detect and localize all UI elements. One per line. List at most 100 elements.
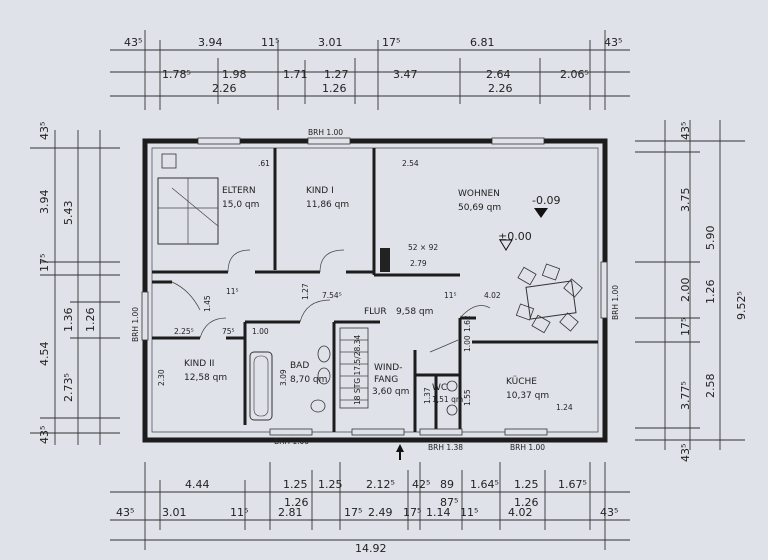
interior-dim-4: 4.02 [484,291,501,300]
door-swings [171,249,491,353]
right-dim-4: 17⁵ [679,318,692,336]
right-dim-2: 3.75 [679,188,692,213]
bottom-dim-row2-3: 1.26 [514,496,539,509]
bottom-dim-row3-11: 43⁵ [600,506,618,519]
room-area-kueche: 10,37 qm [506,391,549,401]
right-dim-1: 43⁵ [679,122,692,140]
left-dim-2: 3.94 [38,190,51,215]
left-dim-col2-3: 2.73⁵ [62,373,75,402]
bottom-dim-8: 1.25 [514,478,539,491]
interior-dim-8: 1.27 [301,283,310,300]
top-dim-row2-4: 1.27 [324,68,349,81]
top-dim-row2-2: 1.98 [222,68,247,81]
brh-bottom-right: BRH 1.00 [510,443,545,452]
bottom-dim-row3-1: 43⁵ [116,506,134,519]
interior-dim-12: 1.00 [252,327,269,336]
bottom-dim-9: 1.67⁵ [558,478,587,491]
bed-icon [157,153,219,245]
right-dimension-chain [635,120,745,450]
top-dim-1: 43⁵ [124,36,142,49]
room-name-flur: FLUR [364,307,387,317]
bottom-dim-row2-1: 1.26 [284,496,309,509]
sink-icon [317,345,331,385]
left-dim-col3-1: 1.26 [84,308,97,333]
interior-dim-10: 2.25⁵ [174,327,194,336]
room-name-wohnen: WOHNEN [458,189,500,199]
left-dim-3: 17⁵ [38,254,51,272]
left-dim-5: 43⁵ [38,426,51,444]
brh-left: BRH 1.00 [131,307,140,342]
top-dim-row3-1: 2.26 [212,82,237,95]
windows [141,137,608,436]
top-dim-4: 3.01 [318,36,343,49]
left-dim-col2-1: 5.43 [62,201,75,226]
right-dim-col2-3: 2.58 [704,374,717,399]
bottom-dim-row3-4: 2.81 [278,506,303,519]
bottom-dim-row3-2: 3.01 [162,506,187,519]
bottom-dim-total: 14.92 [355,542,387,555]
room-area-eltern: 15,0 qm [222,200,259,210]
top-dim-row2-7: 2.06⁵ [560,68,589,81]
top-dim-row2-3: 1.71 [283,68,308,81]
bottom-dim-row3-5: 17⁵ [344,506,362,519]
top-dim-row2-1: 1.78⁵ [162,68,191,81]
room-name-wc: WC [432,383,447,393]
room-name-windfang-1: WIND- [374,363,402,373]
left-dimension-chain [30,130,120,445]
interior-dim-20: 11⁵ [444,291,457,300]
room-area-kind1: 11,86 qm [306,200,349,210]
bottom-dim-row3-10: 4.02 [508,506,533,519]
top-dimension-chain [110,30,630,110]
room-area-wc: 1,51 qm [432,395,463,404]
right-dim-total: 9.52⁵ [735,291,748,320]
interior-dim-5: .61 [258,159,270,168]
bottom-dim-row3-7: 17⁵ [403,506,421,519]
room-name-eltern: ELTERN [222,186,256,196]
bottom-dim-2: 1.25 [283,478,308,491]
bottom-dimension-chain [110,462,630,550]
top-dim-5: 17⁵ [382,36,400,49]
room-name-kueche: KÜCHE [506,376,537,387]
top-dim-row3-2: 1.26 [322,82,347,95]
bathtub-icon [249,351,273,421]
toilet-icon [310,380,458,416]
interior-dim-15: 1.55 [463,389,472,406]
top-dim-7: 43⁵ [604,36,622,49]
room-name-bad: BAD [290,361,309,371]
top-dim-row3-3: 2.26 [488,82,513,95]
bottom-dim-1: 4.44 [185,478,210,491]
interior-dim-6: 7.54⁵ [322,291,342,300]
right-dim-6: 43⁵ [679,444,692,462]
bottom-dim-row3-9: 11⁵ [460,506,478,519]
brh-bottom-left: BRH 1.00 [274,437,309,446]
top-dim-3: 11⁵ [261,36,279,49]
bottom-dim-5: 42⁵ [412,478,430,491]
right-dim-col2-1: 5.90 [704,226,717,251]
room-area-bad: 8,70 qm [290,375,327,385]
room-area-windfang: 3,60 qm [372,387,409,397]
level-marker-icon [499,208,548,251]
inner-walls [152,148,598,432]
right-dim-5: 3.77⁵ [679,381,692,410]
bottom-dim-3: 1.25 [318,478,343,491]
interior-dim-11: 75⁵ [222,327,235,336]
interior-dim-18: 1.62 [463,315,472,332]
bottom-dim-7: 1.64⁵ [470,478,499,491]
level-wohnen-top: -0.09 [532,194,560,207]
dining-table-icon [515,263,583,334]
bottom-dim-row3-3: 11⁵ [230,506,248,519]
left-dim-col2-2: 1.36 [62,308,75,333]
interior-dim-2: 52 × 92 [408,243,438,252]
room-name-windfang-2: FANG [374,375,398,385]
bottom-dim-6: 89 [440,478,454,491]
interior-dim-7: 11⁵ [226,287,239,296]
stairs-icon [339,327,369,409]
left-dim-1: 43⁵ [38,122,51,140]
interior-dim-1: 2.54 [402,159,419,168]
bottom-dim-4: 2.12⁵ [366,478,395,491]
room-area-wohnen: 50,69 qm [458,203,501,213]
interior-dim-9: 1.45 [203,295,212,312]
top-dim-row2-5: 3.47 [393,68,418,81]
room-name-kind2: KIND II [184,359,214,369]
